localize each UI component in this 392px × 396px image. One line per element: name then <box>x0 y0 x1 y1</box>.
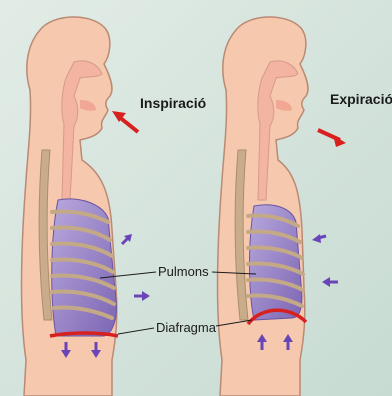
label-expiration: Expiració <box>330 91 392 107</box>
label-diaphragm: Diafragma <box>156 320 217 335</box>
label-lungs: Pulmons <box>158 264 209 279</box>
label-inspiration: Inspiració <box>140 95 206 111</box>
